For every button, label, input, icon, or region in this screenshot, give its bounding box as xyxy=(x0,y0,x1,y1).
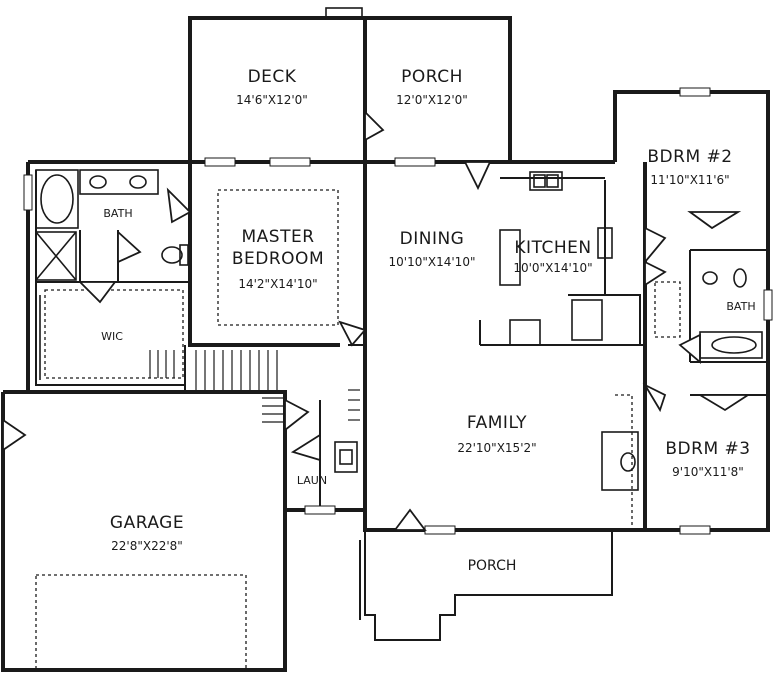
porch-bottom-label: PORCH xyxy=(468,558,517,574)
bdrm2-label: BDRM #2 xyxy=(647,147,732,167)
laun-door-icon xyxy=(290,433,321,462)
toilet-icon xyxy=(733,268,747,288)
family-dims: 22'10"X15'2" xyxy=(457,441,536,455)
dining-door-icon xyxy=(463,161,492,191)
deck-dims: 14'6"X12'0" xyxy=(236,93,308,107)
bdrm2-door-icon xyxy=(644,226,667,265)
garage-dims: 22'8"X22'8" xyxy=(111,539,183,553)
bath2-door-icon xyxy=(644,260,667,287)
doors xyxy=(2,109,752,531)
dining-dims: 10'10"X14'10" xyxy=(389,255,476,269)
fireplace-icon xyxy=(601,431,639,491)
garage-label: GARAGE xyxy=(110,513,184,533)
garage-side-door-icon xyxy=(2,418,27,452)
porch-top-dims: 12'0"X12'0" xyxy=(396,93,468,107)
sink-icon xyxy=(129,175,147,189)
wic-door-icon xyxy=(77,281,117,304)
toilet-icon xyxy=(161,246,183,264)
bdrm3-dims: 9'10"X11'8" xyxy=(672,465,744,479)
bdrm2-dims: 11'10"X11'6" xyxy=(650,173,729,187)
windows xyxy=(23,87,773,535)
wc-door-icon xyxy=(117,229,142,264)
garage-entry-door-icon xyxy=(284,398,310,432)
dining-label: DINING xyxy=(400,229,465,249)
bdrm3-closet-door-icon xyxy=(696,394,752,412)
interior-walls xyxy=(35,162,768,510)
bdrm3-door-icon xyxy=(642,382,667,413)
kitchen-sink-icon xyxy=(533,174,546,188)
sink-icon xyxy=(89,175,107,189)
tub-icon xyxy=(699,331,763,359)
master-door-icon xyxy=(338,320,367,347)
master-label-line1: MASTER xyxy=(241,227,314,247)
deck-label: DECK xyxy=(248,67,297,87)
master-label-line2: BEDROOM xyxy=(232,249,324,269)
kitchen-dims: 10'0"X14'10" xyxy=(513,261,592,275)
wic-label: WIC xyxy=(101,330,123,343)
laun-label: LAUN xyxy=(297,474,327,487)
bath2-label: BATH xyxy=(726,300,755,313)
sink-icon xyxy=(702,271,718,285)
washer-icon xyxy=(334,441,358,473)
dashed-outlines xyxy=(35,189,681,671)
master-dims: 14'2"X14'10" xyxy=(238,277,317,291)
front-door-icon xyxy=(393,508,427,531)
porch-top-label: PORCH xyxy=(401,67,463,87)
tub-icon xyxy=(40,174,74,224)
room-labels: DECK 14'6"X12'0" PORCH 12'0"X12'0" BDRM … xyxy=(101,67,756,574)
fixtures xyxy=(35,169,763,491)
master-bath-label: BATH xyxy=(103,207,132,220)
bdrm3-label: BDRM #3 xyxy=(665,439,750,459)
porch-door-icon xyxy=(364,109,385,142)
bdrm2-closet-door-icon xyxy=(687,211,742,230)
bath-door-icon xyxy=(166,187,192,224)
kitchen-label: KITCHEN xyxy=(514,238,591,258)
family-label: FAMILY xyxy=(467,413,527,433)
range-icon xyxy=(597,227,613,259)
